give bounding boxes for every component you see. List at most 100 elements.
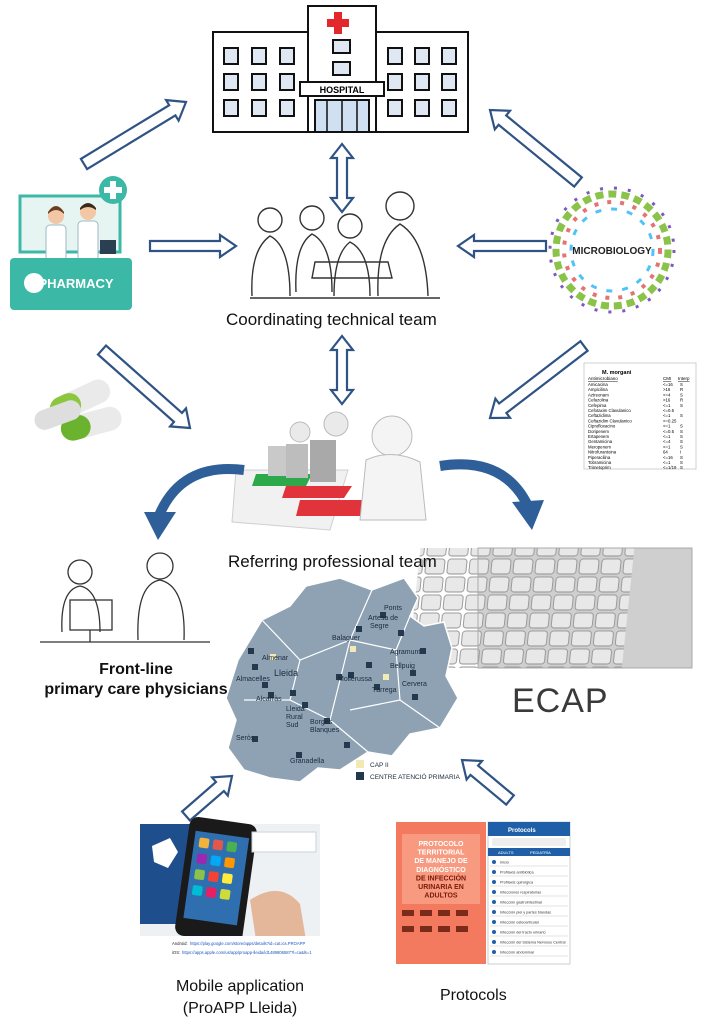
- map-cap-marker: [366, 662, 372, 668]
- legend-cap-swatch: [356, 772, 364, 780]
- map-cap-marker: [412, 694, 418, 700]
- antibiogram-interp: S: [680, 455, 683, 460]
- map-town-label: Cervera: [402, 681, 427, 688]
- antibiogram-drug: Gentamicina: [588, 439, 613, 444]
- map-cap-marker: [248, 648, 254, 654]
- arrow-hospital-team: [328, 142, 356, 214]
- antibiogram-cmi: 64: [663, 450, 668, 455]
- ecap-label: ECAP: [512, 682, 609, 720]
- map-town-label: Seròs: [236, 735, 255, 742]
- protocol-title-line: DIAGNÓSTICO: [416, 865, 466, 874]
- antibiogram-sheet: M. morgani Antimicrobiano CMI Interp Ami…: [583, 362, 697, 470]
- antibiogram-drug: Ciprofloxacino: [588, 424, 616, 429]
- protocol-item-icon: [492, 860, 496, 864]
- map-cap-marker: [410, 670, 416, 676]
- map-town-label: Rural: [286, 714, 303, 721]
- protocol-item-icon: [492, 870, 496, 874]
- microbiology-label: MICROBIOLOGY: [572, 246, 652, 257]
- protocol-item[interactable]: Infecciones respiratorias: [500, 891, 541, 895]
- map-cap-ii-marker: [350, 646, 356, 652]
- arrow-team-referring: [328, 334, 356, 406]
- legend-cap-ii-swatch: [356, 760, 364, 768]
- map-cap-marker: [302, 702, 308, 708]
- protocol-item-icon: [492, 900, 496, 904]
- map-cap-marker: [380, 612, 386, 618]
- pharmacy-illustration: PHARMACY: [10, 176, 132, 310]
- curved-arrow-right: [439, 459, 544, 530]
- map-town-label: Bellpuig: [390, 663, 415, 670]
- ios-url[interactable]: https://apps.apple.com/us/app/proapp-lle…: [182, 950, 312, 955]
- arrow-protocols-to-map: [460, 758, 516, 807]
- protocol-item-icon: [492, 950, 496, 954]
- antibiogram-interp: S: [680, 434, 683, 439]
- antibiogram-drug: Tobramicina: [588, 460, 612, 465]
- antibiogram-interp: S: [680, 413, 683, 418]
- arrow-pharmacy-to-team: [148, 232, 238, 260]
- coordinating-team-sketch: [250, 191, 440, 299]
- antibiogram-cmi: <=4: [663, 439, 671, 444]
- protocol-item[interactable]: Inicio: [500, 861, 509, 865]
- antibiogram-cmi: <=1: [663, 403, 671, 408]
- map-town-label: Blanques: [310, 727, 340, 734]
- mobile-app-photo: Android: https://play.google.com/store/a…: [140, 817, 320, 962]
- map-town-label: Mollerussa: [338, 676, 372, 683]
- referring-team-label: Referring professional team: [228, 552, 437, 571]
- antibiogram-interp: S: [680, 439, 683, 444]
- arrow-microbiology-to-team: [456, 232, 548, 260]
- antibiogram-cmi: <=1: [663, 460, 671, 465]
- map-cap-marker: [398, 630, 404, 636]
- map-town-label: Artesa de: [368, 615, 398, 622]
- antibiogram-interp: S: [680, 460, 683, 465]
- protocol-item[interactable]: Profilaxis quirúrgica: [500, 881, 534, 885]
- antibiogram-drug: Cefotaxim Clavulanico: [588, 408, 631, 413]
- map-cap-marker: [296, 752, 302, 758]
- mobile-line-1: Mobile application: [175, 978, 305, 995]
- antibiogram-cmi: <=1: [663, 444, 671, 449]
- pills-illustration: [34, 379, 122, 441]
- antibiogram-interp: S: [680, 382, 683, 387]
- protocol-item[interactable]: Infección piel y partes blandas: [500, 911, 551, 915]
- mobile-line-2: (ProAPP Lleida): [182, 1000, 298, 1017]
- antibiogram-organism: M. morgani: [602, 370, 632, 376]
- map-cap-marker: [252, 664, 258, 670]
- map-cap-ii-marker: [383, 674, 389, 680]
- map-town-label: Agramunt: [390, 649, 420, 656]
- map-cap-marker: [336, 674, 342, 680]
- hospital-sign: HOSPITAL: [320, 85, 365, 95]
- protocol-item[interactable]: Infección gastrointestinal: [500, 901, 542, 905]
- antibiogram-interp: S: [680, 392, 683, 397]
- map-cap-ii-marker: [270, 654, 276, 660]
- map-cap-marker: [374, 684, 380, 690]
- protocol-item-icon: [492, 890, 496, 894]
- protocol-item[interactable]: Infección del tracto urinario: [500, 931, 546, 935]
- map-cap-marker: [348, 672, 354, 678]
- map-town-label: Borges: [310, 719, 333, 726]
- curved-arrow-left: [144, 464, 245, 540]
- map-town-label: Sud: [286, 722, 299, 729]
- antibiogram-cmi: <=4: [663, 392, 671, 397]
- protocol-item[interactable]: Infección osteoarticular: [500, 921, 540, 925]
- legend-cap-label: CENTRE ATENCIÓ PRIMARIA: [370, 772, 460, 781]
- protocol-title-line: DE MANEJO DE: [414, 858, 468, 865]
- antibiogram-interp: S: [680, 429, 683, 434]
- mobile-app-label: Mobile application (ProAPP Lleida): [150, 976, 330, 1020]
- protocol-tab-adults[interactable]: ADULTS: [498, 850, 514, 855]
- android-url[interactable]: https://play.google.com/store/apps/detai…: [190, 941, 305, 946]
- referring-team-illustration: [231, 411, 427, 531]
- protocol-item[interactable]: Infección abdominal: [500, 951, 534, 955]
- protocol-tab-pediatrics[interactable]: PEDIATRÍA: [530, 850, 551, 855]
- protocol-item[interactable]: Infección del Sistema Nervioso Central: [500, 941, 566, 945]
- map-town-label: Ponts: [384, 605, 402, 612]
- antibiogram-drug: Doripenem: [588, 429, 609, 434]
- antibiogram-cmi: <=1/19: [663, 465, 677, 470]
- antibiogram-drug: Cefazolina: [588, 398, 609, 403]
- protocols-label: Protocols: [440, 987, 507, 1004]
- frontline-line-2: primary care physicians: [44, 681, 228, 698]
- pharmacy-sign: PHARMACY: [38, 276, 113, 291]
- antibiogram-drug: Ertapenem: [588, 434, 609, 439]
- protocol-app-screen: Protocols ADULTS PEDIATRÍA InicioProfila…: [487, 821, 571, 965]
- protocol-item[interactable]: Profilaxis antibiótica: [500, 871, 534, 875]
- antibiogram-drug: Ampicilina: [588, 387, 608, 392]
- map-town-label: Almacelles: [236, 676, 270, 683]
